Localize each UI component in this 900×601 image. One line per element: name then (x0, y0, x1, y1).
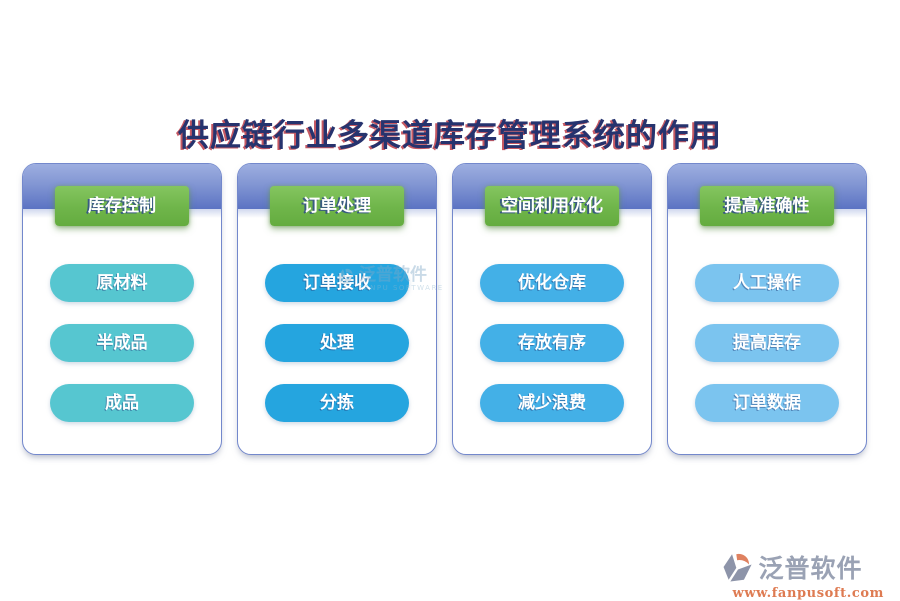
pill-item[interactable]: 成品 (50, 384, 194, 422)
card-header-button[interactable]: 空间利用优化 (485, 186, 619, 226)
pill-item[interactable]: 订单接收 (265, 264, 409, 302)
card-order-processing: 订单处理 订单接收 处理 分拣 (237, 163, 437, 455)
card-header-button[interactable]: 库存控制 (55, 186, 189, 226)
footer-url: www.fanpusoft.com (732, 586, 884, 601)
fanpu-logo-icon (723, 553, 752, 582)
card-accuracy-improvement: 提高准确性 人工操作 提高库存 订单数据 (667, 163, 867, 455)
card-header-button[interactable]: 提高准确性 (700, 186, 834, 226)
pill-item[interactable]: 订单数据 (695, 384, 839, 422)
footer-brand-name: 泛普软件 (758, 554, 863, 583)
pill-item[interactable]: 处理 (265, 324, 409, 362)
pill-item[interactable]: 存放有序 (480, 324, 624, 362)
page-title: 供应链行业多渠道库存管理系统的作用 (178, 118, 722, 154)
pill-item[interactable]: 分拣 (265, 384, 409, 422)
pill-item[interactable]: 原材料 (50, 264, 194, 302)
cards-row: 库存控制 原材料 半成品 成品 订单处理 订单接收 处理 分拣 空间利用优化 优… (22, 163, 867, 455)
footer-brand: 泛普软件 www.fanpusoft.com (721, 549, 884, 601)
pill-item[interactable]: 减少浪费 (480, 384, 624, 422)
card-inventory-control: 库存控制 原材料 半成品 成品 (22, 163, 222, 455)
pill-item[interactable]: 提高库存 (695, 324, 839, 362)
card-header-button[interactable]: 订单处理 (270, 186, 404, 226)
card-space-optimization: 空间利用优化 优化仓库 存放有序 减少浪费 (452, 163, 652, 455)
pill-item[interactable]: 优化仓库 (480, 264, 624, 302)
pill-item[interactable]: 半成品 (50, 324, 194, 362)
pill-item[interactable]: 人工操作 (695, 264, 839, 302)
